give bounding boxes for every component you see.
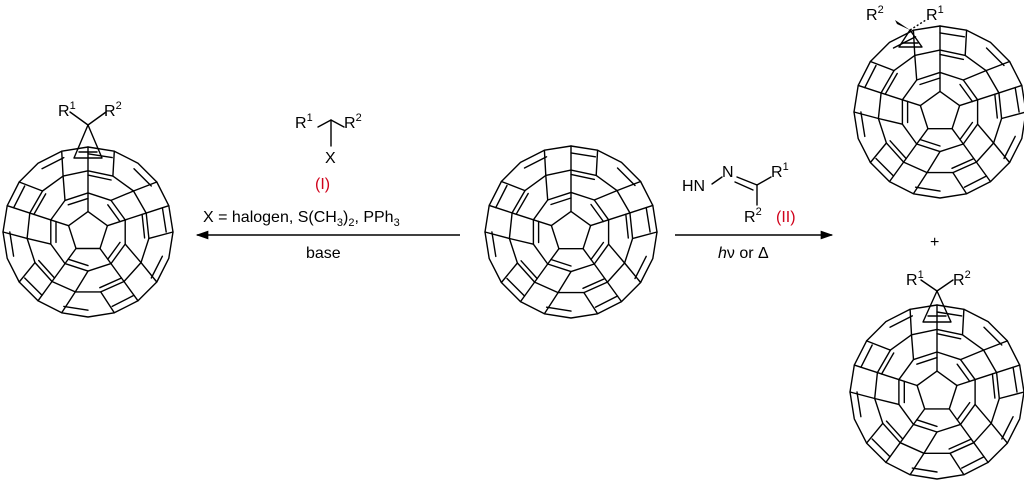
reagent-i-r1: R1: [295, 112, 313, 132]
cyclopropane-left: [69, 111, 107, 159]
reagent-ii-structure: [711, 176, 772, 206]
left-r2: R2: [104, 100, 122, 120]
bottom-right-r1: R1: [906, 269, 924, 289]
reagent-i-label: (I): [315, 176, 330, 193]
plus-sign: +: [930, 234, 939, 251]
bottom-right-r2: R2: [953, 269, 971, 289]
cyclopropane-bottom-right: [920, 279, 954, 323]
reagent-ii-r2: R2: [744, 206, 762, 226]
top-right-r2: R2: [866, 4, 884, 24]
top-right-r1: R1: [926, 4, 944, 24]
wedge-bond-top-right: [895, 20, 910, 30]
reagent-ii-label: (II): [776, 209, 796, 226]
bridge-top-right: [898, 29, 923, 48]
reagent-ii-hn: HN: [682, 178, 705, 195]
reagent-i-r2: R2: [344, 112, 362, 132]
left-r1: R1: [58, 100, 76, 120]
reagent-i-x: X: [325, 150, 336, 167]
reagent-i-structure: [317, 119, 345, 147]
c60-center: [484, 145, 658, 319]
methanofullerene-bottom-right: [849, 304, 1024, 480]
left-arrow-conditions: X = halogen, S(CH3)2, PPh3: [203, 209, 400, 229]
reagent-ii-r1: R1: [771, 161, 789, 181]
reagent-ii-n: N: [722, 164, 734, 181]
right-arrow-conditions: hν or Δ: [718, 245, 769, 262]
hash-bond-top-right: [909, 19, 927, 31]
left-arrow-base: base: [306, 245, 341, 262]
fulleroid-top-right: [853, 25, 1024, 199]
methanofullerene-left: [2, 146, 174, 318]
